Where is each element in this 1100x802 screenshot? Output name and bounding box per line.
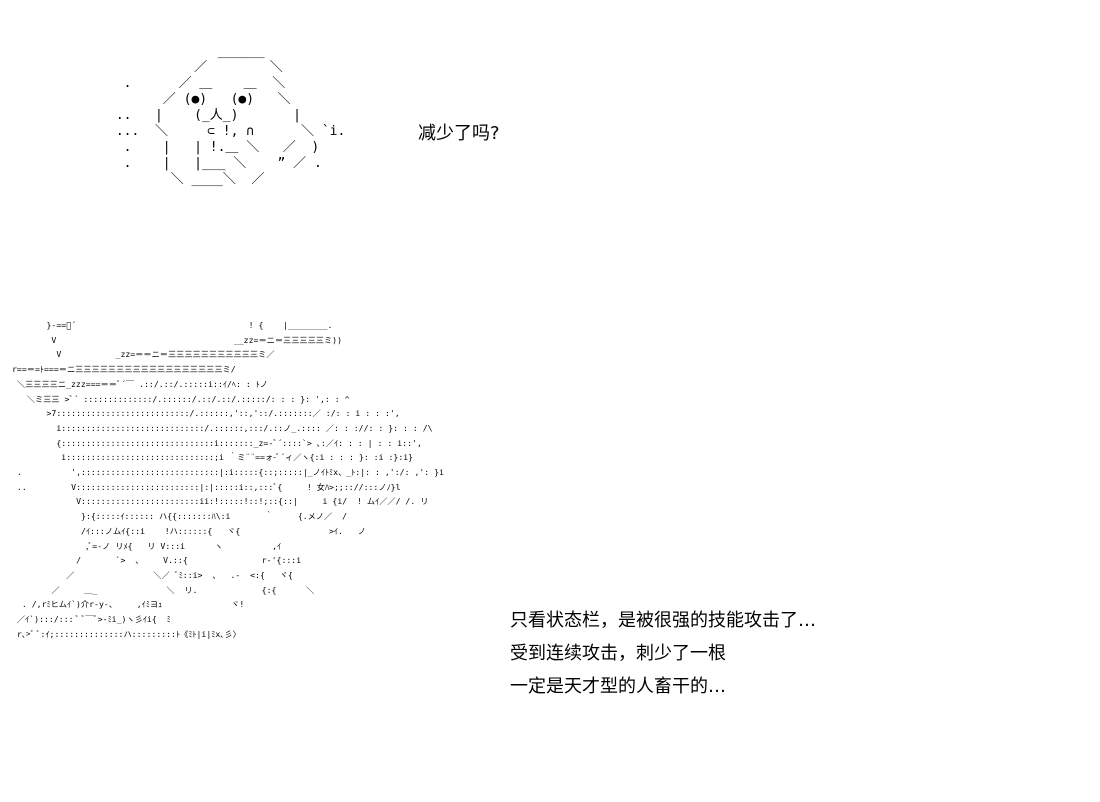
caption-line-2: 受到连续攻击，刺少了一根 (510, 643, 726, 664)
caption-block: 只看状态栏，是被很强的技能攻击了… 受到连续攻击，刺少了一根 一定是天才型的人畜… (510, 604, 816, 703)
caption-top: 减少了吗? (418, 123, 500, 144)
ascii-art-face: ______ ／ ＼ . ／ ＿ ＿ ＼ ／ (●) (●) ＼ .. | (_… (115, 44, 346, 187)
caption-line-1: 只看状态栏，是被很强的技能攻击了… (510, 610, 816, 631)
caption-line-3: 一定是天才型的人畜干的… (510, 676, 726, 697)
ascii-art-figure: }-==ﾞ´ ! { |________. V __zz=＝ニ＝三三三三三ミ))… (12, 320, 445, 639)
